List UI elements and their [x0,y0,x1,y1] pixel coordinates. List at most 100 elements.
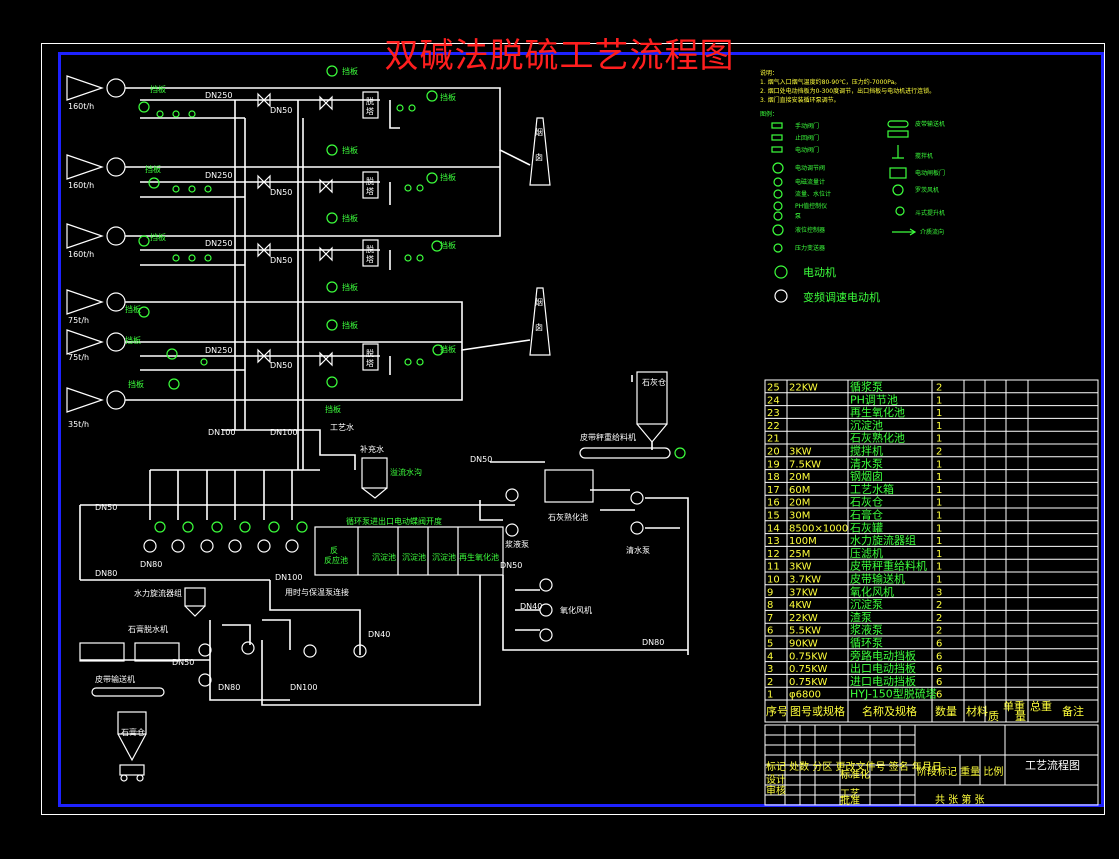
table-row-qty: 1 [936,575,942,586]
notes: 说明： 1. 烟气入口烟气温度约80-90℃，压力约-7000Pa。 2. 烟口… [760,69,935,104]
table-row-no: 3 [767,664,773,675]
flue-inlet-group: 160t/h 160t/h 160t/h 75t/h 75t/h 35t/h [66,75,126,429]
svg-text:挡板: 挡板 [342,213,358,223]
svg-text:DN100: DN100 [290,683,317,692]
table-row-qty: 1 [936,485,942,496]
table-row-qty: 1 [936,421,942,432]
tb-standardize: 标准化 [840,768,870,781]
table-row-name: 皮带输送机 [850,572,905,586]
svg-text:氧化风机: 氧化风机 [560,605,592,615]
fan-4 [66,289,126,315]
svg-text:挡板: 挡板 [440,172,456,182]
fan-2 [66,154,126,180]
lower-process: 反 反应池 沉淀池 沉淀池 沉淀池 再生氧化池 循环泵进出口电动蝶阀开度 工艺水… [79,371,689,782]
svg-text:压力变送器: 压力变送器 [795,244,825,252]
belt-conveyor: 皮带输送机 [91,674,165,697]
chimney-1: 烟 囱 [529,117,551,186]
table-row-qty: 1 [936,536,942,547]
svg-text:DN50: DN50 [270,256,292,265]
svg-text:皮带秤重给料机: 皮带秤重给料机 [580,432,636,442]
svg-text:挡板: 挡板 [342,66,358,76]
fan-5 [66,329,126,355]
legend-symbols [771,120,917,253]
fan-3 [66,223,126,249]
svg-text:DN50: DN50 [95,503,117,512]
table-row-no: 10 [767,575,780,586]
table-row-name: 循环泵 [850,637,883,650]
svg-text:挡板: 挡板 [125,304,141,314]
table-header-total-weight: 总重 [1030,699,1052,713]
table-row-no: 24 [767,395,780,406]
table-row-no: 14 [767,523,780,534]
svg-text:浆液泵: 浆液泵 [505,539,529,549]
table-row-no: 15 [767,511,780,522]
chimney-2: 烟 囱 [529,287,551,356]
svg-text:止回阀门: 止回阀门 [795,134,819,142]
oxidation-fans: 氧化风机 [502,575,688,651]
svg-text:工艺水: 工艺水 [330,422,354,432]
svg-text:脱: 脱 [366,176,374,186]
svg-text:沉淀池: 沉淀池 [432,552,456,562]
table-row-name: 钢烟囱 [850,469,883,483]
svg-text:DN50: DN50 [470,455,492,464]
flue-ducts [125,87,531,401]
table-header-remark: 备注 [1062,704,1084,718]
table-row-name: 循浆泵 [850,380,883,394]
svg-text:挡板: 挡板 [440,344,456,354]
absorber-towers: 脱塔 脱塔 脱塔 脱塔 [362,91,379,371]
table-row-qty: 1 [936,498,942,509]
inner-frame [58,52,1104,807]
table-row-no: 18 [767,472,780,483]
tb-stage: 阶段标记 重量 比例 [917,765,1003,778]
table-row-name: 石灰仓 [850,495,883,509]
svg-text:塔: 塔 [366,186,374,196]
tb-mark: 标记 处数 分区 更改文件号 签名 年月日 [766,760,942,773]
vfd-motor-icon [774,289,788,303]
legend-motor-label: 电动机 [803,265,836,279]
table-row-qty: 1 [936,459,942,470]
table-row-no: 23 [767,408,780,419]
svg-text:塔: 塔 [366,106,374,116]
table-row-spec: 3KW [789,447,812,458]
table-row-spec: 20M [789,498,810,509]
inlet-rate-1: 160t/h [68,102,94,111]
table-row-name: 工艺水箱 [850,482,894,496]
circulation-pumps [143,521,308,553]
svg-text:DN50: DN50 [270,188,292,197]
svg-text:1. 烟气入口烟气温度约80-90℃，压力约-7000Pa。: 1. 烟气入口烟气温度约80-90℃，压力约-7000Pa。 [760,78,900,86]
table-row-no: 11 [767,562,780,573]
svg-text:电动闸板门: 电动闸板门 [915,169,945,177]
table-row-name: 沉淀泵 [850,597,883,611]
table-row-spec: φ6800 [789,690,821,701]
table-row-no: 2 [767,677,773,688]
svg-text:沉淀池: 沉淀池 [372,552,396,562]
motors-flue [138,65,444,390]
table-row-spec: 4KW [789,600,812,611]
inlet-rate-6: 35t/h [68,420,89,429]
svg-text:循环泵进出口电动蝶阀开度: 循环泵进出口电动蝶阀开度 [346,516,442,526]
table-row-name: 石灰熟化池 [850,431,905,445]
slurry-pump-right: 浆液泵 [479,488,529,549]
inlet-rate-3: 160t/h [68,250,94,259]
svg-text:皮带输送机: 皮带输送机 [915,120,945,128]
svg-text:DN40: DN40 [520,602,542,611]
process-water-tank: 工艺水 补充水 溢流水沟 [330,422,422,499]
svg-text:DN100: DN100 [208,428,235,437]
svg-text:罗茨风机: 罗茨风机 [915,186,939,194]
inlet-rate-2: 160t/h [68,181,94,190]
inlet-rate-4: 75t/h [68,316,89,325]
svg-text:泵: 泵 [795,213,801,220]
table-row-qty: 6 [936,677,942,688]
tb-process: 工艺 [840,788,860,800]
table-row-qty: 2 [936,383,942,394]
svg-text:石灰仓: 石灰仓 [642,377,666,387]
svg-text:液位控制器: 液位控制器 [795,226,825,234]
table-row-qty: 1 [936,395,942,406]
svg-text:脱: 脱 [366,348,374,358]
table-row-no: 16 [767,498,780,509]
svg-text:反: 反 [330,545,338,555]
svg-text:石膏脱水机: 石膏脱水机 [128,624,168,634]
gypsum-dewatering: 石膏脱水机 用时与保温泵连接 [79,575,481,706]
table-header-weight-unit: 质 [988,710,999,723]
